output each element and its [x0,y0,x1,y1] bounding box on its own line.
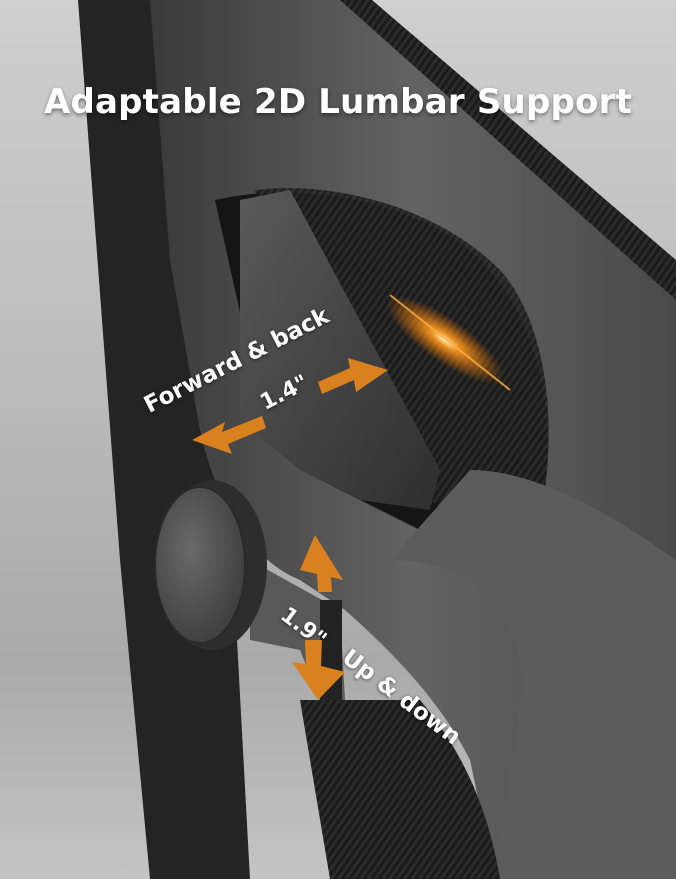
frame-lower-lobe [390,470,676,879]
lumbar-pad [240,190,440,510]
up-down-arrow-icon [292,535,345,700]
lower-mesh [300,700,500,879]
forward-back-arrow-icon [192,358,388,454]
headline: Adaptable 2D Lumbar Support [43,82,633,122]
adjustment-knob [154,480,267,650]
